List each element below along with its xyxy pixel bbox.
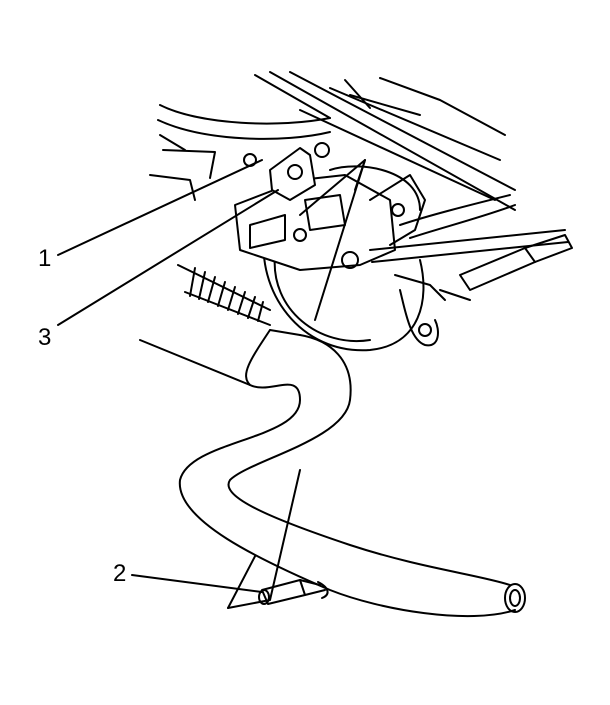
vehicle-floor-pan (149, 71, 516, 211)
callout-label-2: 2 (113, 560, 127, 587)
oxygen-sensor (258, 579, 329, 605)
shift-cable-assembly (369, 194, 573, 347)
heat-shield (262, 165, 425, 352)
flex-pipe (177, 264, 271, 326)
callout-3-leader (57, 189, 279, 326)
callout-2-leader (131, 574, 263, 593)
callout-label-3: 3 (38, 324, 52, 351)
leader-triangle-lower (227, 469, 301, 609)
callout-1-leader (57, 159, 263, 256)
leader-triangle-upper (299, 159, 366, 321)
callout-label-1: 1 (38, 245, 52, 272)
fastener-nut (243, 153, 257, 167)
exhaust-pipe (178, 329, 526, 618)
exhaust-manifold (234, 142, 426, 271)
